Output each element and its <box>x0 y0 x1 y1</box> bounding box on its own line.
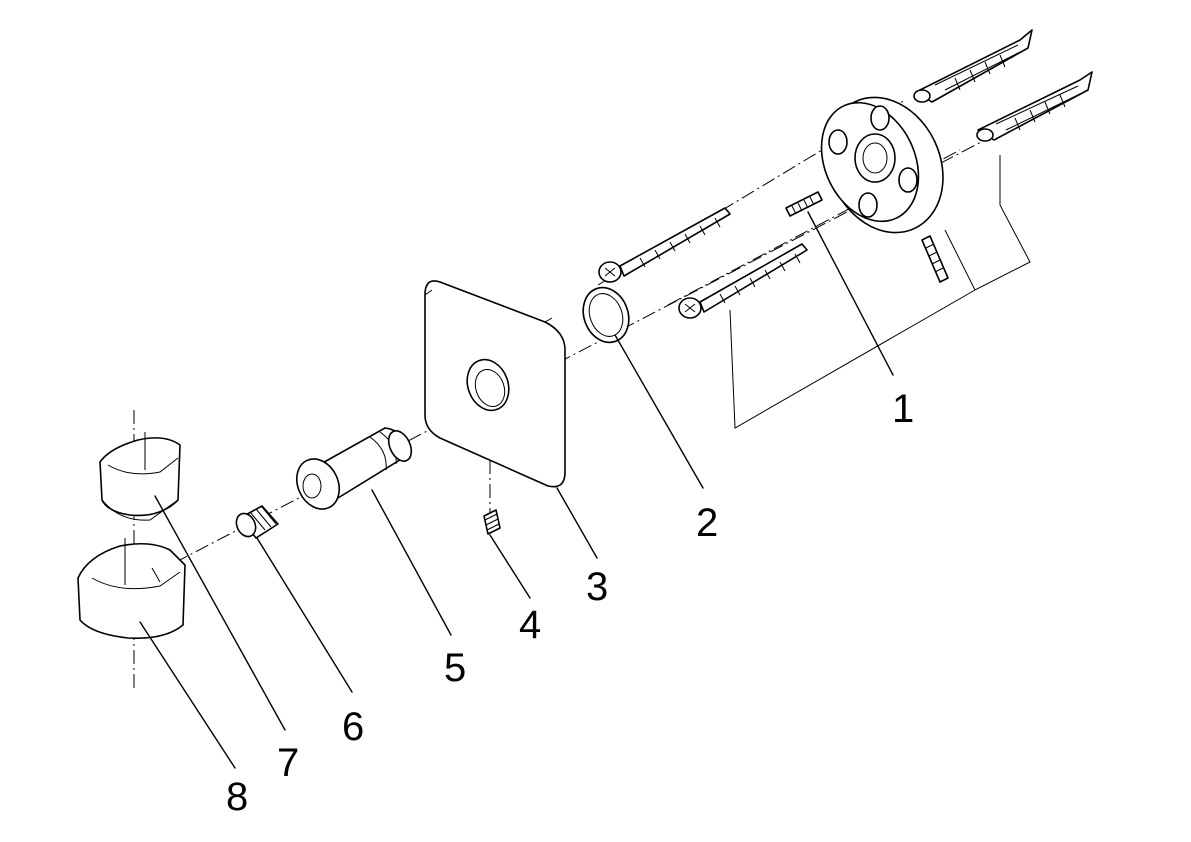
wall-plug-upper <box>913 29 1033 103</box>
callout-2: 2 <box>696 501 718 545</box>
callout-4: 4 <box>519 603 541 647</box>
callout-5: 5 <box>444 646 466 690</box>
fixing-screw-lower <box>678 243 808 319</box>
plate-grub-screw-lower <box>921 235 949 283</box>
threaded-nipple <box>235 505 279 539</box>
callout-labels: 1 2 3 4 5 6 7 8 <box>226 387 914 819</box>
grub-screw <box>483 509 501 535</box>
fixing-screw-upper <box>598 207 731 283</box>
callout-1: 1 <box>892 387 914 431</box>
callout-3: 3 <box>586 565 608 609</box>
plate-grub-screw-upper <box>785 191 823 217</box>
callout-8: 8 <box>226 775 248 819</box>
mounting-plate-assembly <box>598 29 1093 429</box>
clamp-shell-upper <box>99 432 181 521</box>
callout-7: 7 <box>277 741 299 785</box>
mounting-disc <box>820 96 944 234</box>
connector-sleeve <box>296 427 413 510</box>
callout-6: 6 <box>342 705 364 749</box>
wall-plug-lower <box>976 71 1093 142</box>
clamp-shell-lower <box>77 538 186 640</box>
o-ring <box>582 286 630 344</box>
leader-lines <box>139 211 894 769</box>
square-rosette <box>424 280 566 488</box>
